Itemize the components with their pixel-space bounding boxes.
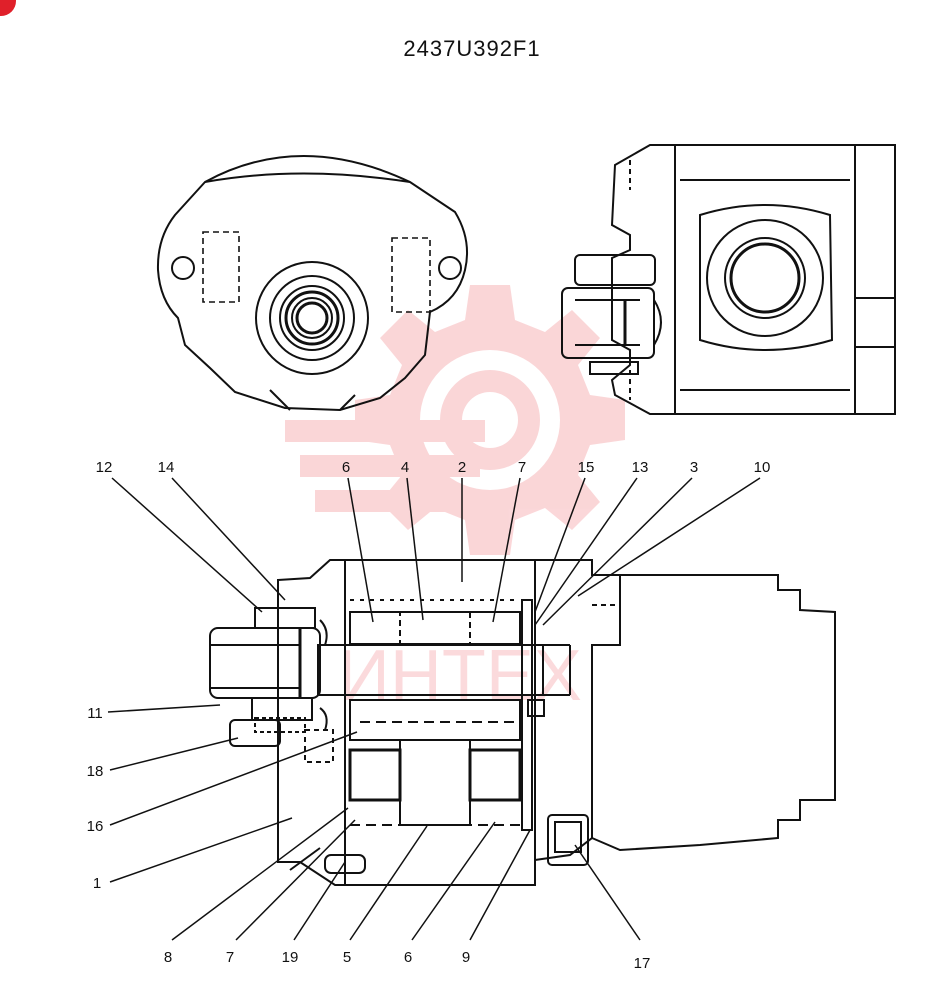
callout-6-bottom: 6 [404,949,412,966]
callout-17: 17 [634,955,651,972]
callout-15: 15 [578,459,595,476]
callout-8: 8 [164,949,172,966]
callout-2: 2 [458,459,466,476]
callout-18: 18 [87,763,104,780]
callout-19: 19 [282,949,299,966]
callout-4: 4 [401,459,409,476]
callout-labels: 12 14 6 4 2 7 15 13 3 10 11 18 16 1 8 7 … [87,459,771,972]
callout-7-top: 7 [518,459,526,476]
section-view [209,559,836,886]
watermark-text: ИНТЕХ [338,636,582,716]
callout-9: 9 [462,949,470,966]
drawing-title: 2437U392F1 [403,36,541,61]
callout-13: 13 [632,459,649,476]
callout-1: 1 [93,875,101,892]
leader-lines [107,477,761,941]
callout-14: 14 [158,459,175,476]
watermark-gear-icon [285,285,625,555]
callout-6-top: 6 [342,459,350,476]
callout-7-bottom: 7 [226,949,234,966]
callout-16: 16 [87,818,104,835]
callout-3: 3 [690,459,698,476]
callout-12: 12 [96,459,113,476]
front-view [156,155,468,412]
callout-11: 11 [87,705,103,722]
callout-5: 5 [343,949,351,966]
callout-10: 10 [754,459,771,476]
side-view [561,144,896,415]
